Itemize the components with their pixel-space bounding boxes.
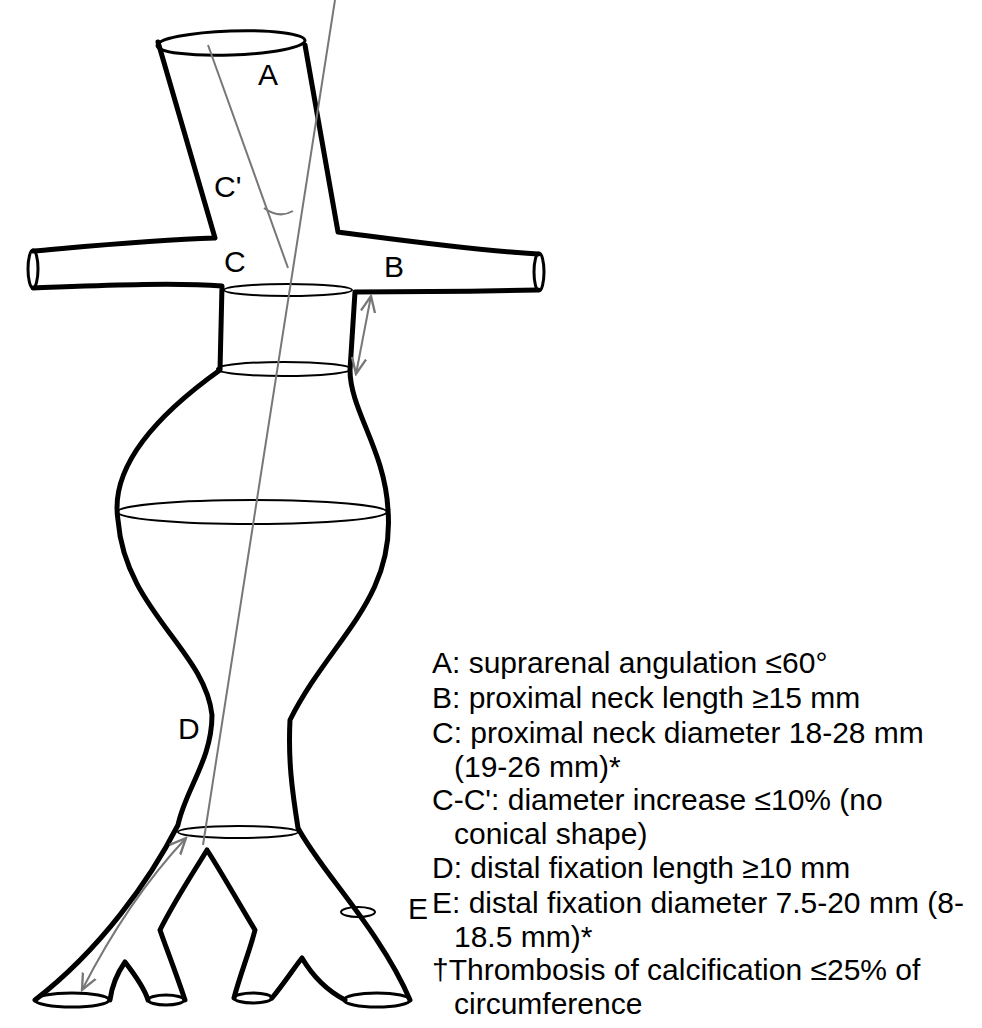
part-letter: D [178,712,200,746]
criterion-note: C-C': diameter increase ≤10% (no conical… [432,783,972,851]
distal-length-arrow [82,838,186,990]
part-letter: C [224,245,246,279]
max-diameter-section [117,500,387,524]
distal-section [178,826,298,838]
part-letter: E [408,892,428,926]
iliac-opening [344,993,410,1007]
criterion-note: E: distal fixation diameter 7.5-20 mm (8… [432,886,972,954]
renal-opening [534,253,544,291]
neck-bottom-section [217,362,351,376]
part-letter: A [258,58,278,92]
iliac-opening [234,993,272,1003]
renal-opening [28,250,38,288]
criterion-note: D: distal fixation length ≥10 mm [432,851,972,885]
suprarenal-axis [208,45,288,268]
iliac-section [341,907,375,917]
neck-length-arrow [356,296,371,374]
iliac-opening [35,993,109,1007]
criterion-note: B: proximal neck length ≥15 mm [432,681,972,715]
aorta-opening [157,28,306,57]
footnote: †Thrombosis of calcification ≤25% of cir… [432,953,972,1021]
criterion-note: C: proximal neck diameter 18-28 mm (19-2… [432,716,972,784]
angle-arc [264,208,293,214]
left-vessel-wall [33,42,222,1000]
neck-top-section [224,284,352,296]
iliac-inner-walls [110,850,345,1000]
criterion-note: A: suprarenal angulation ≤60° [432,646,972,680]
part-letter: B [384,250,404,284]
infrarenal-axis [203,0,335,845]
iliac-opening [148,995,184,1005]
part-letter: C' [214,170,241,204]
